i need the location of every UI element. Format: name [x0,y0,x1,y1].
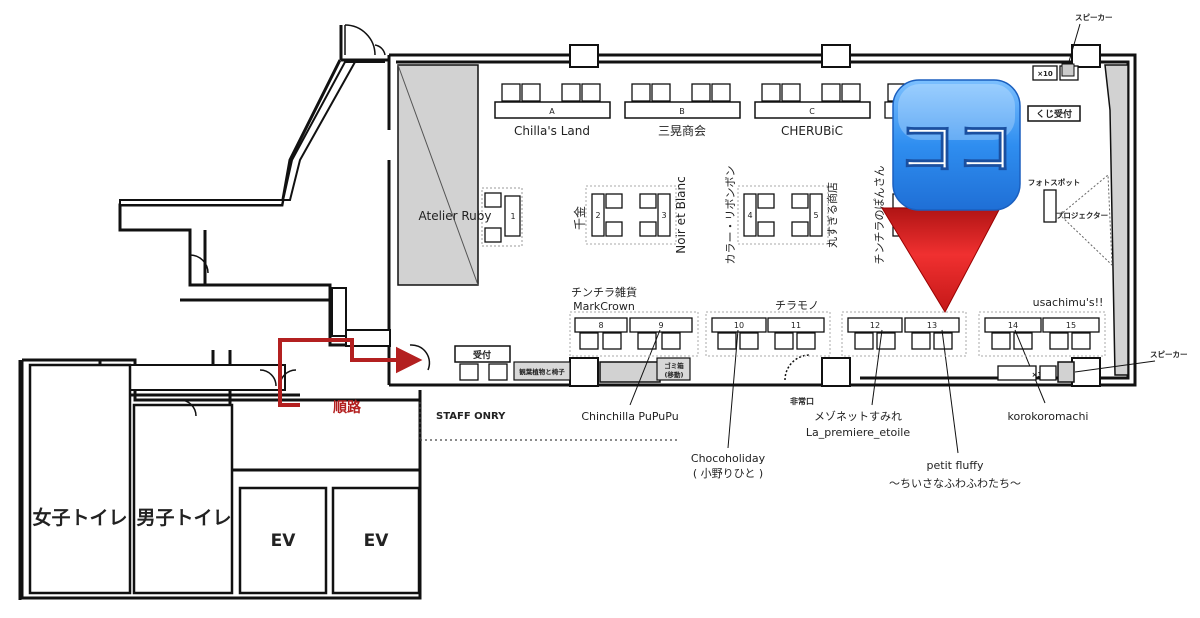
booth-12-name-1: メゾネットすみれ [814,410,902,423]
ev-label-2: EV [364,531,390,551]
booth-A-name: Chilla's Land [514,124,590,138]
booth-15-name: usachimu's!! [1033,296,1104,309]
reception-label: 受付 [473,349,491,361]
reception: 受付 [454,345,511,381]
staff-only-label: STAFF ONRY [436,411,506,422]
booth-B: B 三晃商会 [624,83,741,138]
booth-13-num: 13 [927,321,937,330]
x10-label: ×10 [1037,70,1053,78]
photo-spot-label: フォトスポット [1028,177,1081,187]
booth-4-5-area [737,185,829,245]
trash: ゴミ箱 (移動) [656,357,691,381]
booth-13: 13 petit fluffy 〜ちいさなふわふわたち〜 [889,317,1021,490]
booth-9-name: Chinchilla PuPuPu [581,410,678,423]
booth-3: 3 Noir et Blanc [639,176,688,254]
booth-10-name-2: ( 小野りひと ) [693,467,763,480]
booth-8-name-1: チンチラ雑貨 [571,285,637,299]
booth-C-letter: C [809,107,815,116]
photo-spot: フォトスポット プロジェクター [1028,173,1113,267]
route-arrow [278,338,423,407]
booth-1: 1 Atelier Ruby [418,187,523,247]
booth-15: 15 usachimu's!! [1033,296,1104,350]
booth-2-3-area [585,185,677,245]
booth-14-15-area [978,311,1106,357]
booth-6-name: チンチラのぽんさん [873,166,886,265]
booth-4-num: 4 [747,211,752,220]
kuji-label: くじ受付 [1036,108,1072,120]
speaker-top-label: スピーカー [1075,12,1113,22]
booth-C-name: CHERUBiC [781,124,843,138]
toilet-ev-blocks [28,363,421,595]
booth-4: 4 カラー・リボンボン [724,166,775,265]
booth-12-num: 12 [870,321,880,330]
booth-9: 9 Chinchilla PuPuPu [581,317,693,423]
booth-8-name-2: MarkCrown [573,300,635,313]
trash-label-1: ゴミ箱 [664,361,684,370]
booth-8-num: 8 [598,321,603,330]
booth-8-9-area [569,311,699,357]
booth-10: 10 Chocoholiday ( 小野りひと ) [691,317,767,480]
corridor-walls [104,61,391,391]
plants-chairs: 観葉植物と椅子 [513,361,571,381]
booth-12: 12 メゾネットすみれ La_premiere_etoile [806,317,910,439]
booth-2-name: 千金 [572,206,587,230]
booth-12-13-area [841,311,967,357]
booth-5-name: 丸すぎる商店 [825,182,839,248]
booth-A-letter: A [549,107,555,116]
emergency-exit-label: 非常口 [790,396,814,406]
atelier-wall-diagonal [397,64,479,286]
x3-label: ×3 [1032,371,1043,379]
trash-label-2: (移動) [665,370,684,379]
booth-10-name-1: Chocoholiday [691,452,766,465]
booth-B-letter: B [679,107,685,116]
booth-15-num: 15 [1066,321,1076,330]
booth-B-name: 三晃商会 [658,123,706,138]
booth-14: 14 korokoromachi [984,317,1089,423]
kuji-reception: ×10 くじ受付 [1027,65,1081,122]
booth-14-num: 14 [1008,321,1018,330]
booth-A: A Chilla's Land [494,83,611,138]
projector-label: プロジェクター [1056,210,1108,220]
route-label: 順路 [333,399,362,416]
booth-13-name-2: 〜ちいさなふわふわたち〜 [889,477,1021,490]
booth-2-num: 2 [595,211,600,220]
booth-12-name-2: La_premiere_etoile [806,426,910,439]
booth-11-num: 11 [791,321,801,330]
booth-5: 5 丸すぎる商店 [791,182,839,248]
booth-5-num: 5 [813,211,818,220]
women-toilet-label: 女子トイレ [32,506,127,529]
booth-10-num: 10 [734,321,744,330]
booth-8: 8 チンチラ雑貨 MarkCrown [571,285,637,350]
booth-C: C CHERUBiC [754,83,871,138]
staff-only-area: STAFF ONRY [419,402,680,441]
doors [179,24,811,417]
men-toilet-label: 男子トイレ [136,507,231,529]
booth-9-num: 9 [658,321,663,330]
booth-1-name: Atelier Ruby [418,209,491,223]
speaker-bottom: スピーカー ×3 [997,349,1188,381]
booth-13-name-1: petit fluffy [927,459,984,472]
booth-4-name: カラー・リボンボン [724,166,737,265]
booth-10-11-area [705,311,831,357]
booth-1-num: 1 [510,212,515,221]
ev-label-1: EV [271,531,297,551]
booth-11: 11 チラモノ [767,299,825,350]
speaker-top: スピーカー [1061,12,1113,77]
speaker-bottom-label: スピーカー [1150,349,1188,359]
booth-3-name: Noir et Blanc [674,176,688,253]
plants-label: 観葉植物と椅子 [519,367,565,376]
marker-label: ココ [898,114,1014,182]
booth-2: 2 千金 [572,193,623,237]
booth-14-name: korokoromachi [1008,410,1089,423]
you-are-here-marker: ココ [881,79,1021,314]
booth-3-num: 3 [661,211,666,220]
booth-11-name: チラモノ [775,299,819,312]
